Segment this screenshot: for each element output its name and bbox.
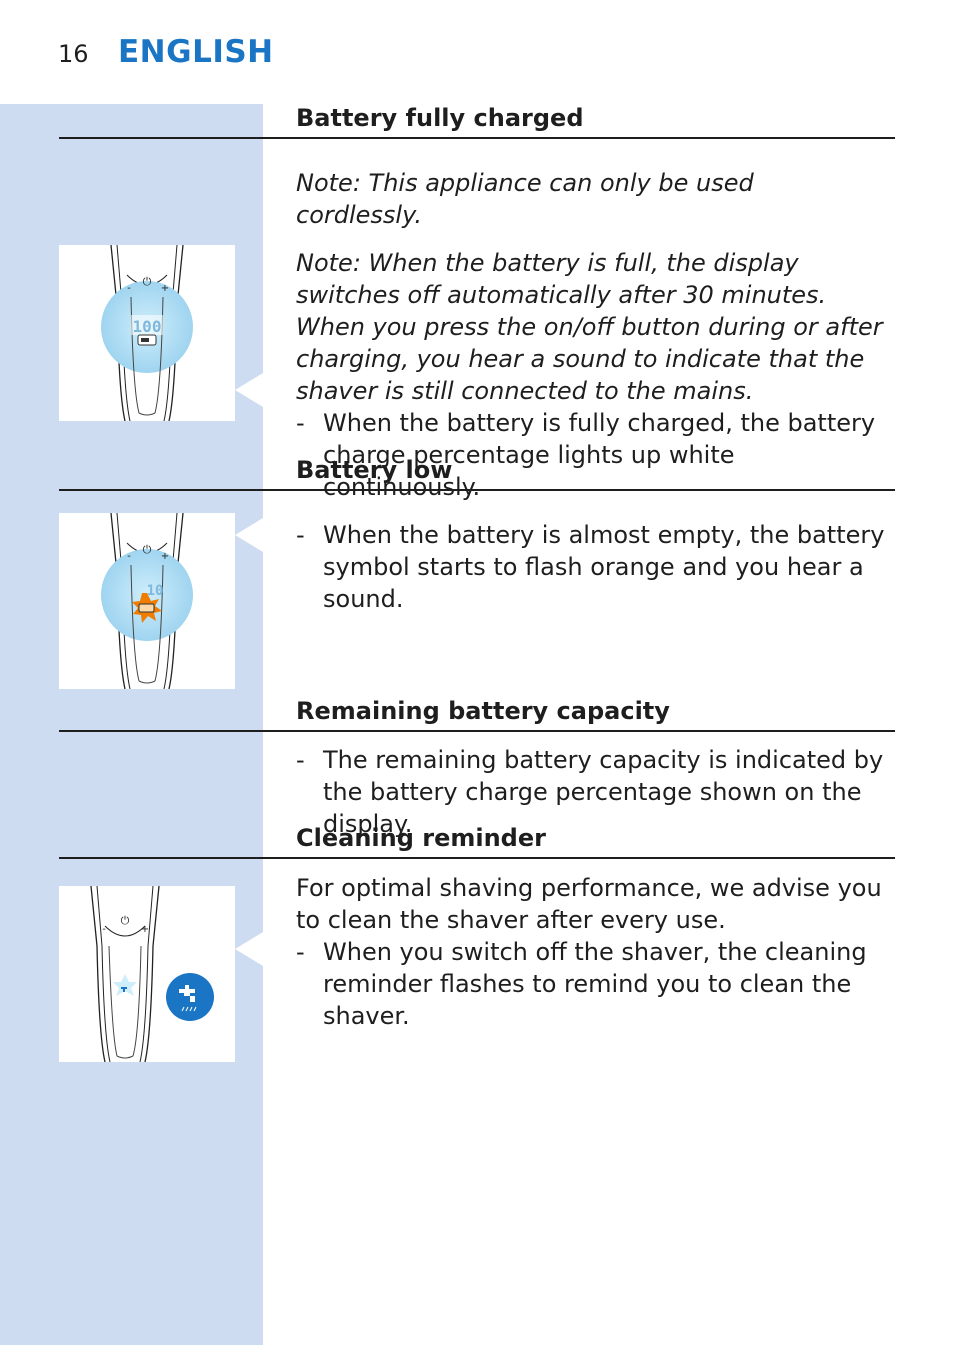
section-heading-battery-low: Battery low: [296, 456, 453, 484]
section-divider: [59, 489, 895, 491]
minus-sign: -: [127, 283, 131, 294]
bullet-dash: -: [296, 746, 305, 774]
bullet-text: When the battery is almost empty, the ba…: [323, 521, 885, 613]
language-title: ENGLISH: [118, 34, 274, 70]
section-heading-remaining-battery-capacity: Remaining battery capacity: [296, 697, 670, 725]
power-icon: ⏻: [121, 914, 130, 927]
bullet-text: When the battery is fully charged, the b…: [323, 409, 876, 501]
callout-pointer: [235, 932, 263, 966]
shaver-low-battery-illustration: ⏻ - + 10: [59, 513, 235, 689]
intro-paragraph: For optimal shaving performance, we advi…: [296, 874, 882, 934]
section-divider: [59, 730, 895, 732]
battery-percentage-display: 10: [147, 583, 164, 599]
bullet-item: - When the battery is fully charged, the…: [296, 407, 886, 503]
section-divider: [59, 857, 895, 859]
shaver-full-battery-illustration: ⏻ - + 100: [59, 245, 235, 421]
power-icon: ⏻: [143, 275, 152, 288]
power-icon: ⏻: [143, 543, 152, 556]
section-body-battery-low: - When the battery is almost empty, the …: [296, 519, 886, 615]
section-body-remaining-battery-capacity: - The remaining battery capacity is indi…: [296, 744, 886, 840]
bullet-item: - When you switch off the shaver, the cl…: [296, 936, 886, 1032]
callout-pointer: [235, 373, 263, 407]
bullet-text: When you switch off the shaver, the clea…: [323, 938, 867, 1030]
bullet-item: - The remaining battery capacity is indi…: [296, 744, 886, 840]
plus-sign: +: [161, 551, 169, 562]
plus-sign: +: [141, 924, 149, 935]
bullet-dash: -: [296, 409, 305, 437]
note-cordless: Note: This appliance can only be used co…: [296, 169, 754, 229]
shaver-cleaning-reminder-illustration: ⏻ - +: [59, 886, 235, 1062]
bullet-dash: -: [296, 521, 305, 549]
bullet-dash: -: [296, 938, 305, 966]
bullet-text: The remaining battery capacity is indica…: [323, 746, 884, 838]
page-number: 16: [58, 40, 89, 68]
callout-pointer: [235, 518, 263, 552]
note-display-off: Note: When the battery is full, the disp…: [296, 249, 883, 405]
section-body-battery-fully-charged: Note: This appliance can only be used co…: [296, 167, 886, 503]
section-divider: [59, 137, 895, 139]
minus-sign: -: [102, 924, 106, 935]
bullet-item: - When the battery is almost empty, the …: [296, 519, 886, 615]
section-body-cleaning-reminder: For optimal shaving performance, we advi…: [296, 872, 886, 1032]
section-heading-battery-fully-charged: Battery fully charged: [296, 104, 584, 132]
plus-sign: +: [161, 283, 169, 294]
battery-percentage-display: 100: [133, 317, 162, 336]
section-heading-cleaning-reminder: Cleaning reminder: [296, 824, 546, 852]
minus-sign: -: [127, 551, 131, 562]
